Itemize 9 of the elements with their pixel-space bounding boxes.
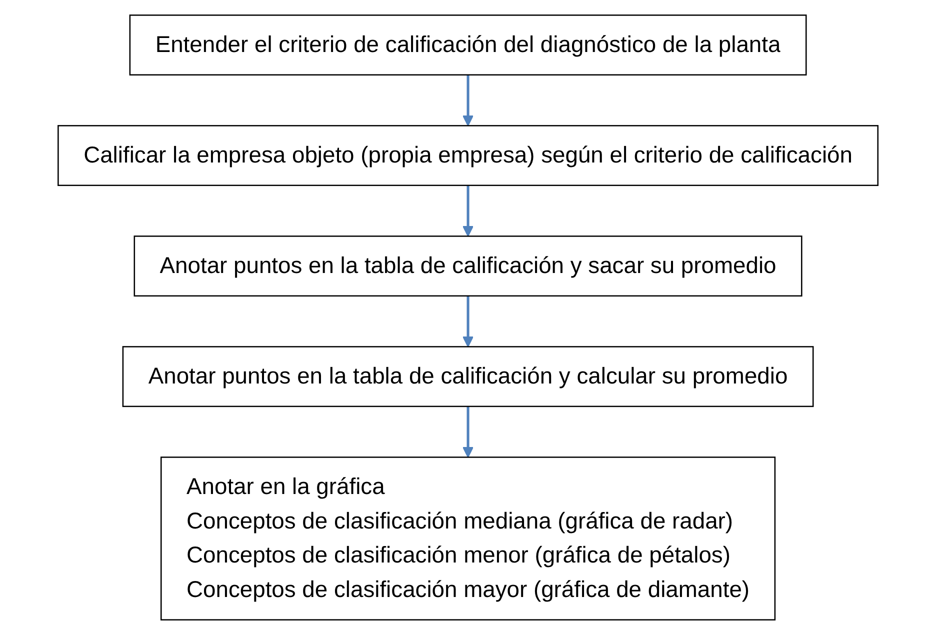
node-box: Anotar puntos en la tabla de calificación y calcular su promedio	[122, 346, 814, 408]
node-box: Calificar la empresa objeto (propia empresa) según el criterio de calificación	[58, 125, 879, 186]
arrow	[462, 406, 474, 458]
arrow	[462, 185, 474, 237]
node-box: Anotar en la gráfica Conceptos de clasificación mediana (gráfica de radar) Conceptos de clasificación menor (gráfica de pétalos) Conceptos de clasificación mayor (gráfica de diamante)	[160, 456, 776, 620]
arrow	[462, 296, 474, 348]
arrow	[462, 74, 474, 126]
node-box: Anotar puntos en la tabla de calificación y sacar su promedio	[134, 236, 803, 297]
node-box: Entender el criterio de calificación del diagnóstico de la planta	[130, 14, 808, 76]
